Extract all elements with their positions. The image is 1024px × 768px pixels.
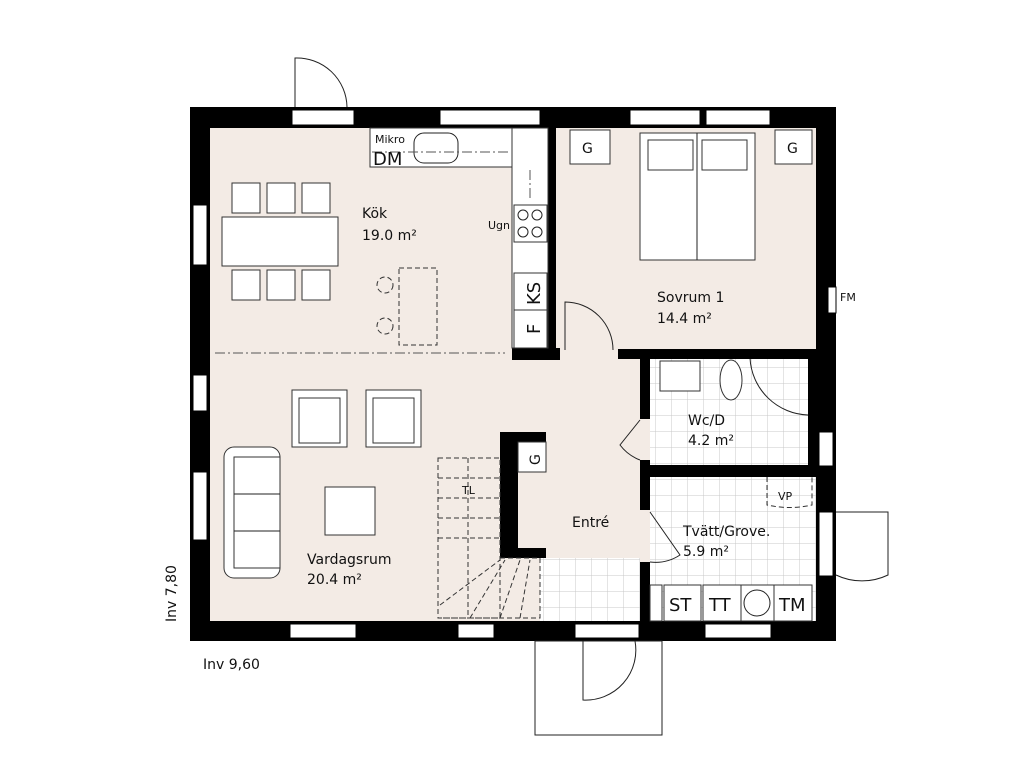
label-f: F (524, 324, 545, 334)
label-dm: DM (373, 149, 402, 170)
wardrobe-1 (569, 129, 611, 165)
label-g-2: G (787, 141, 798, 157)
windows (192, 109, 837, 639)
bedroom-name: Sovrum 1 (657, 290, 724, 306)
closet (517, 441, 547, 473)
living-area: 20.4 m² (307, 572, 362, 588)
wardrobe-2 (774, 129, 813, 165)
label-ks: KS (524, 282, 545, 305)
label-tm: TM (778, 595, 806, 616)
label-fm: FM (840, 291, 856, 304)
laundry-name: Tvätt/Grove. (682, 524, 770, 540)
kitchen-area: 19.0 m² (362, 228, 417, 244)
toilet-icon (719, 359, 743, 401)
interior-walls (500, 128, 816, 621)
wc-name: Wc/D (688, 413, 725, 429)
bed (639, 132, 756, 261)
kitchen-island (376, 267, 438, 346)
label-g-1: G (582, 141, 593, 157)
dimension-width: Inv 9,60 (203, 657, 260, 673)
living-name: Vardagsrum (307, 552, 392, 568)
stove-icon (513, 204, 548, 243)
sink-wc-icon (659, 360, 701, 392)
label-mikro: Mikro (375, 133, 405, 146)
dimension-height: Inv 7,80 (164, 565, 180, 622)
appliances (649, 584, 813, 622)
wc-area: 4.2 m² (688, 433, 734, 449)
dining-set (221, 182, 339, 301)
heat-pump (766, 477, 813, 508)
label-vp: VP (778, 490, 793, 503)
living-furniture (223, 389, 422, 579)
laundry-area: 5.9 m² (683, 544, 729, 560)
doors (294, 57, 889, 736)
entry-name: Entré (572, 515, 609, 531)
bedroom-area: 14.4 m² (657, 311, 712, 327)
label-tt: TT (708, 595, 732, 616)
sink-icon (413, 132, 459, 164)
label-tl: TL (461, 484, 476, 497)
entry-tiles (540, 558, 640, 621)
kitchen-name: Kök (362, 206, 388, 222)
label-st: ST (669, 595, 692, 616)
label-g-3: G (528, 454, 544, 465)
staircase (437, 457, 541, 619)
kitchen-counter (369, 127, 549, 349)
label-ugn: Ugn (488, 219, 510, 232)
